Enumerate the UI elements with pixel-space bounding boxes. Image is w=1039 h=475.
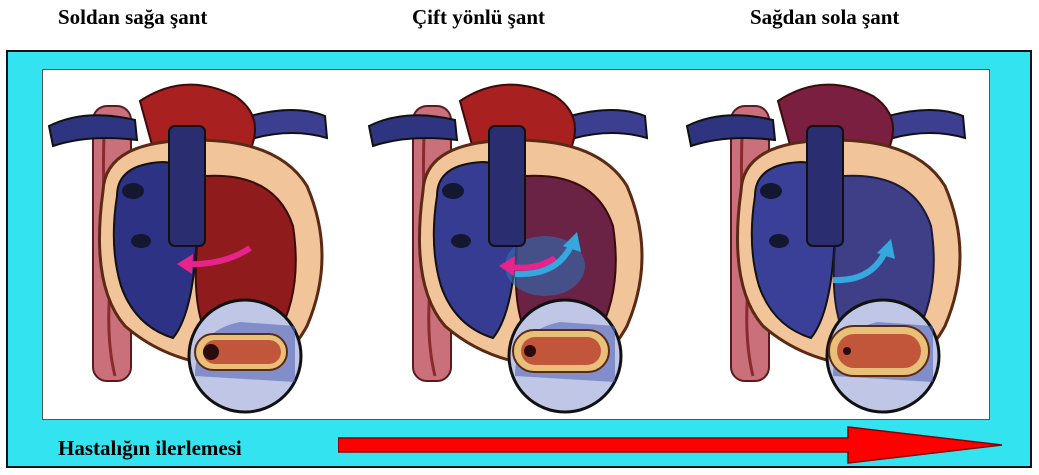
valve-opening: [760, 183, 782, 199]
vein-right: [570, 110, 647, 138]
title-left-to-right-shunt: Soldan sağa şant: [58, 5, 207, 30]
heart-illustrations-area: [42, 69, 990, 420]
heart-panel-right-to-left: [683, 76, 983, 414]
title-bidirectional-shunt: Çift yönlü şant: [412, 5, 545, 30]
pulmonary-artery: [807, 126, 843, 246]
vein-right: [250, 110, 327, 138]
valve-opening: [122, 183, 144, 199]
title-right-to-left-shunt: Sağdan sola şant: [750, 5, 899, 30]
pulmonary-artery: [489, 126, 525, 246]
vessel-cross-section: [189, 300, 301, 412]
progression-arrow: [338, 425, 1008, 465]
heart-panel-left-to-right: [45, 76, 345, 414]
heart-panel-bidirectional: [365, 76, 665, 414]
valve-opening: [442, 183, 464, 199]
vessel-cross-section: [827, 300, 939, 412]
disease-progression-label: Hastalığın ilerlemesi: [58, 436, 242, 461]
valve-opening: [131, 234, 151, 248]
vein-right: [888, 110, 965, 138]
valve-opening: [769, 234, 789, 248]
valve-opening: [451, 234, 471, 248]
diagram-frame: Hastalığın ilerlemesi: [6, 50, 1032, 468]
vessel-cross-section: [509, 300, 621, 412]
pulmonary-artery: [169, 126, 205, 246]
